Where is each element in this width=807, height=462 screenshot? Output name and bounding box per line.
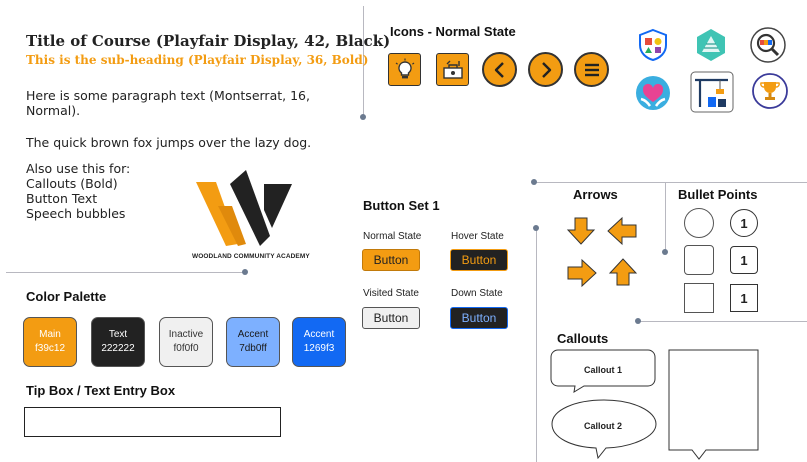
paragraph-pangram: The quick brown fox jumps over the lazy … <box>26 135 312 150</box>
divider-horizontal-left <box>6 272 246 273</box>
toolbox-icon[interactable] <box>436 53 469 86</box>
callouts-title: Callouts <box>557 331 609 346</box>
arrow-right-icon[interactable] <box>528 52 563 87</box>
swatch-main: Main f39c12 <box>23 317 77 367</box>
button-visited[interactable]: Button <box>362 307 420 329</box>
course-title: Title of Course (Playfair Display, 42, B… <box>26 32 391 50</box>
divider-dot <box>360 114 366 120</box>
divider-dot <box>531 179 537 185</box>
arrow-right-solid-icon <box>567 258 597 288</box>
construction-crane-icon <box>690 71 734 113</box>
divider-dot <box>662 249 668 255</box>
divider-horizontal-right-top <box>534 182 807 183</box>
trophy-icon <box>751 72 789 110</box>
callout-1-text: Callout 1 <box>584 365 623 375</box>
logo-text: WOODLAND COMMUNITY ACADEMY <box>192 253 310 260</box>
bullet-number-circle: 1 <box>730 209 758 237</box>
divider-vertical-middle <box>536 228 537 462</box>
academy-logo: WOODLAND COMMUNITY ACADEMY <box>188 166 310 266</box>
state-label-hover: Hover State <box>451 231 504 242</box>
divider-dot <box>533 225 539 231</box>
divider-dot <box>242 269 248 275</box>
icons-title: Icons - Normal State <box>390 24 516 39</box>
divider-vertical-top <box>363 6 364 118</box>
arrow-left-icon[interactable] <box>482 52 517 87</box>
bullet-number-square: 1 <box>730 284 758 312</box>
arrow-left-solid-icon <box>607 216 637 246</box>
swatch-inactive: Inactive f0f0f0 <box>159 317 213 367</box>
state-label-visited: Visited State <box>363 288 419 299</box>
course-subheading: This is the sub-heading (Playfair Displa… <box>26 53 369 67</box>
bullets-title: Bullet Points <box>678 187 758 202</box>
callout-2-text: Callout 2 <box>584 421 623 431</box>
button-normal[interactable]: Button <box>362 249 420 271</box>
tip-box-title: Tip Box / Text Entry Box <box>26 383 176 398</box>
callout-tall-box <box>668 349 759 460</box>
palette-title: Color Palette <box>26 289 107 304</box>
arrow-up-icon <box>608 258 638 286</box>
state-label-normal: Normal State <box>363 231 422 242</box>
uses-item: Button Text <box>26 191 98 206</box>
button-hover[interactable]: Button <box>450 249 508 271</box>
uses-item: Callouts (Bold) <box>26 176 118 191</box>
button-down[interactable]: Button <box>450 307 508 329</box>
state-label-down: Down State <box>451 288 503 299</box>
arrow-down-icon <box>566 217 596 245</box>
uses-item: Speech bubbles <box>26 206 126 221</box>
swatch-accent-light: Accent 7db0ff <box>226 317 280 367</box>
paragraph-sample: Here is some paragraph text (Montserrat,… <box>26 88 310 118</box>
uses-intro: Also use this for: <box>26 161 131 176</box>
bullet-rounded-square <box>684 245 714 275</box>
text-entry-box[interactable] <box>24 407 281 437</box>
divider-dot <box>635 318 641 324</box>
swatch-text: Text 222222 <box>91 317 145 367</box>
swatch-accent-dark: Accent 1269f3 <box>292 317 346 367</box>
button-set-title: Button Set 1 <box>363 198 440 213</box>
w-mark-icon <box>196 170 292 246</box>
arrows-title: Arrows <box>573 187 618 202</box>
shield-badge-icon <box>634 26 672 64</box>
bullet-number-rounded: 1 <box>730 246 758 274</box>
bullet-square <box>684 283 714 313</box>
divider-horizontal-callouts <box>638 321 807 322</box>
lightbulb-icon[interactable] <box>388 53 421 86</box>
heart-hands-icon <box>634 74 672 112</box>
magnifier-abc-icon <box>749 26 787 64</box>
callout-2-bubble <box>551 399 657 459</box>
callout-1-bubble <box>550 349 656 393</box>
uses-list: Also use this for: Callouts (Bold) Butto… <box>26 161 196 221</box>
divider-vertical-arrows <box>665 182 666 252</box>
menu-icon[interactable] <box>574 52 609 87</box>
pyramid-badge-icon <box>692 26 730 64</box>
bullet-circle <box>684 208 714 238</box>
